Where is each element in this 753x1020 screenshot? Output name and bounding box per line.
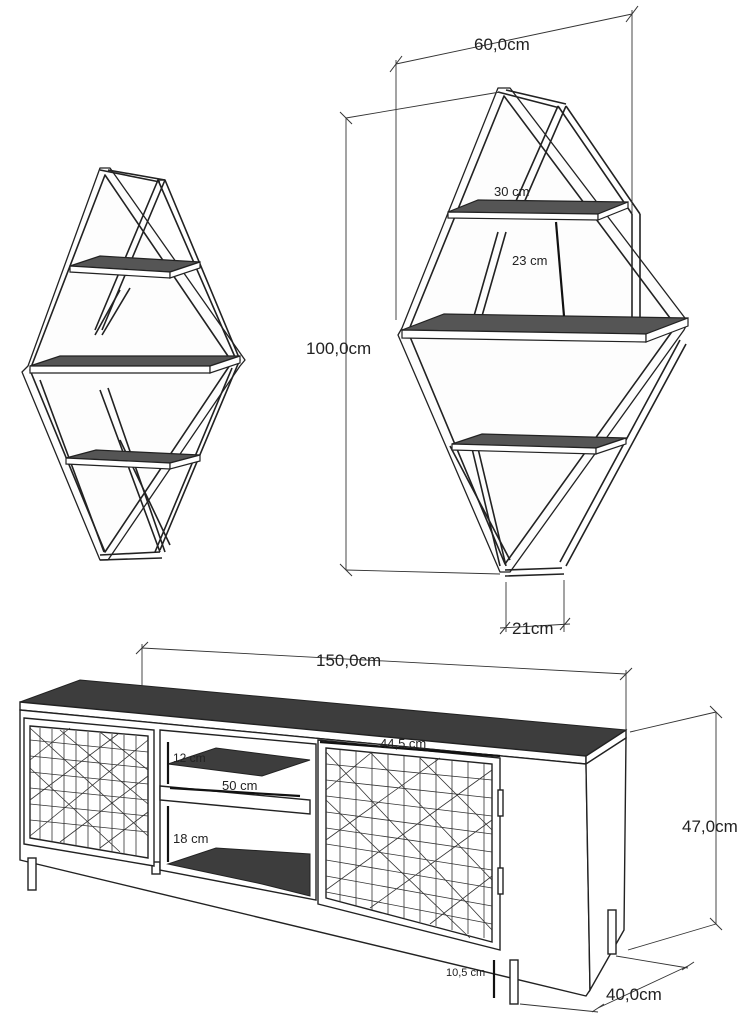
tv-width-label: 150,0cm [316, 651, 381, 670]
niche-width-label: 50 cm [222, 778, 257, 793]
tv-height-label: 47,0cm [682, 817, 738, 836]
shelf-gap-marker [554, 221, 566, 317]
right-shelf-dimensions [339, 5, 639, 635]
niche-width-marker [169, 786, 301, 798]
shelf-height-label: 100,0cm [306, 339, 371, 358]
hinge-bottom [497, 867, 504, 895]
tv-depth-label: 40,0cm [606, 985, 662, 1004]
right-door-mesh [325, 750, 493, 939]
shelf-depth-label: 21cm [512, 619, 554, 638]
left-door-mesh [29, 727, 149, 856]
shelf-gap-label: 23 cm [512, 253, 547, 268]
niche-top-label: 12 cm [173, 751, 206, 765]
shelf-board-label: 30 cm [494, 184, 529, 199]
left-wall-shelf [21, 167, 246, 561]
door-width-marker [319, 740, 501, 758]
door-width-label: 44,5 cm [380, 736, 426, 751]
tv-dimensions [135, 641, 723, 1013]
shelf-width-label: 60,0cm [474, 35, 530, 54]
hinge-top [497, 789, 504, 817]
tv-unit [19, 679, 628, 1005]
leg-height-label: 10,5 cm [446, 967, 485, 979]
right-wall-shelf [397, 87, 689, 577]
niche-bottom-label: 18 cm [173, 831, 208, 846]
